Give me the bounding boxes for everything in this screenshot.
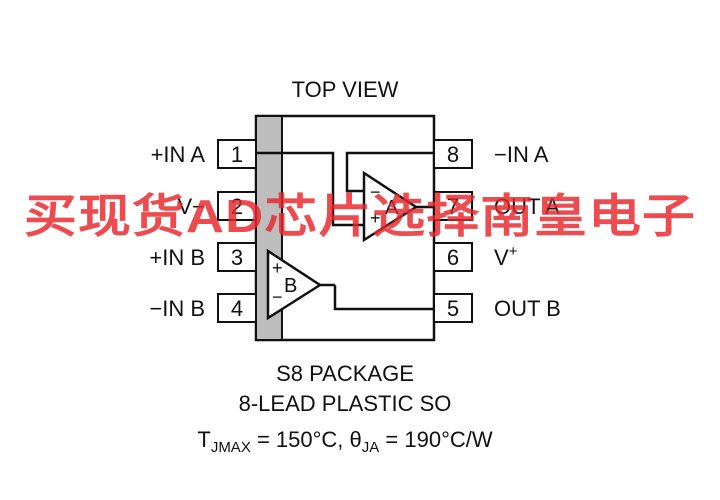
amp-b-label: B [284,275,297,297]
amp-a-plus: + [370,208,381,228]
pin-2: 2 V− [177,191,257,221]
pin-number: 1 [231,142,243,167]
pin-5: 5 OUT B [433,293,561,323]
pin-number: 3 [231,245,243,270]
amp-b-wiring [320,283,434,311]
amp-a-minus: − [370,182,381,202]
amp-a-triangle [362,170,419,243]
pin-6: 6 V+ [433,242,518,272]
pin-number: 2 [231,194,243,219]
pin-label: +IN B [149,245,205,270]
pin-number: 5 [447,296,459,321]
pin-label-superscript: + [509,243,518,260]
pin-label: OUT A [494,194,560,219]
pin-4: 4 −IN B [149,293,257,323]
package-description: 8-LEAD PLASTIC SO [239,391,452,416]
pin-3: 3 +IN B [149,242,257,272]
pin-number: 8 [447,142,459,167]
pin-number: 7 [447,194,459,219]
amp-b-plus: + [272,258,283,278]
package-name: S8 PACKAGE [276,361,414,386]
amp-a-label: A [385,197,399,219]
pin-label: −IN A [494,142,549,167]
pin-label: V− [177,194,205,219]
watermark-text: 买现货AD芯片选择南皇电子 [24,190,696,242]
top-view-title: TOP VIEW [292,77,399,102]
pin-number: 6 [447,245,459,270]
pin-label: −IN B [149,296,205,321]
pin-label: OUT B [494,296,561,321]
pin-label: +IN A [151,142,206,167]
pin-8: 8 −IN A [433,139,549,169]
amp-a-wiring [256,151,434,227]
pin-number: 4 [231,296,243,321]
thermal-spec: TJMAX = 150°C, θJA = 190°C/W [197,427,493,456]
pin-1: 1 +IN A [151,139,257,169]
amp-b-triangle [266,248,323,321]
amp-b-minus: − [272,287,283,307]
pin-label: V+ [494,243,518,270]
